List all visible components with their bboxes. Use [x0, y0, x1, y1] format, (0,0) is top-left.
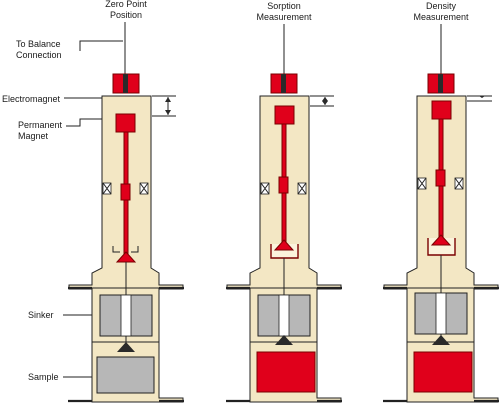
label-balance-line1: To Balance	[16, 39, 61, 49]
permanent-magnet	[431, 100, 452, 120]
heading-zero-point-line2: Position	[110, 10, 142, 20]
gap-arrow-head-up	[165, 97, 171, 102]
electromagnet-core	[281, 74, 286, 93]
sample	[413, 351, 473, 393]
gap-arrow-head-down	[322, 101, 328, 105]
sensor-coil-left-x	[260, 182, 270, 195]
sinker-bore	[278, 294, 290, 337]
electromagnet-core	[123, 74, 128, 93]
gap-arrow-head-down	[479, 96, 485, 98]
heading-zero-point-line1: Zero Point	[105, 0, 147, 9]
label-balance-line2: Connection	[16, 50, 62, 60]
heading-density-line2: Measurement	[413, 12, 469, 22]
sinker-bore	[120, 294, 132, 337]
sample-holder-cone	[275, 335, 293, 345]
sample-holder-cone	[432, 335, 450, 345]
heading-sorption-line1: Sorption	[267, 1, 301, 11]
coupling-cup	[112, 246, 139, 253]
permanent-magnet	[274, 105, 295, 125]
leader-balance	[79, 40, 123, 51]
gap-arrow-head-down	[165, 110, 171, 115]
sample	[96, 356, 155, 394]
sample-holder-cone	[117, 342, 135, 352]
sinker-bore	[435, 292, 447, 335]
position-sensor-core	[278, 176, 289, 194]
sensor-coil-right-x	[139, 182, 149, 195]
label-electromagnet: Electromagnet	[2, 94, 61, 104]
label-permanent-magnet-line2: Magnet	[18, 131, 49, 141]
leader-permanent-magnet	[66, 118, 116, 127]
coupling-cone	[273, 239, 295, 251]
label-permanent-magnet-line1: Permanent	[18, 120, 63, 130]
label-sample: Sample	[28, 372, 59, 382]
sample	[256, 351, 316, 393]
position-sensor-core	[435, 169, 446, 187]
heading-density-line1: Density	[426, 1, 457, 11]
sensor-coil-left-x	[417, 177, 427, 190]
unit-zero-point	[68, 22, 184, 403]
sensor-coil-right-x	[297, 182, 307, 195]
permanent-magnet	[115, 113, 136, 133]
position-sensor-core	[120, 183, 131, 201]
gap-arrow-head-up	[322, 97, 328, 101]
coupling-cone	[430, 234, 452, 246]
electromagnet-core	[438, 74, 443, 93]
label-sinker: Sinker	[28, 310, 54, 320]
unit-density	[383, 24, 499, 403]
heading-sorption-line2: Measurement	[256, 12, 312, 22]
unit-sorption	[226, 24, 342, 403]
sensor-coil-right-x	[454, 177, 464, 190]
sensor-coil-left-x	[102, 182, 112, 195]
